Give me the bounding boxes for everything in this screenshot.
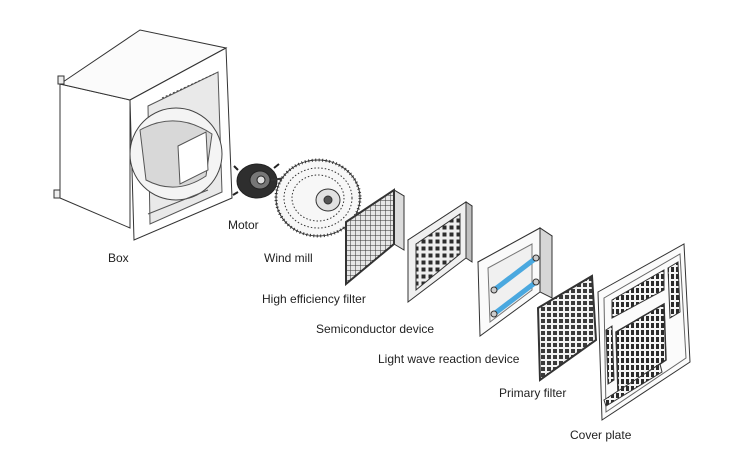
label-box: Box — [108, 251, 129, 265]
label-primary-filter: Primary filter — [499, 386, 567, 400]
box-part — [53, 29, 233, 241]
label-semiconductor-device: Semiconductor device — [316, 322, 435, 336]
semiconductor-device-part — [407, 201, 473, 304]
cover-plate-part — [597, 243, 691, 421]
label-light-wave-reaction-device: Light wave reaction device — [378, 352, 520, 366]
label-wind-mill: Wind mill — [264, 251, 313, 265]
label-cover-plate: Cover plate — [570, 428, 632, 442]
high-efficiency-filter-part — [345, 188, 405, 287]
label-high-efficiency-filter: High efficiency filter — [262, 292, 366, 306]
wind-mill-part — [274, 158, 362, 238]
primary-filter-part — [536, 274, 598, 382]
label-motor: Motor — [228, 218, 259, 232]
light-wave-reaction-device-part — [477, 227, 553, 337]
